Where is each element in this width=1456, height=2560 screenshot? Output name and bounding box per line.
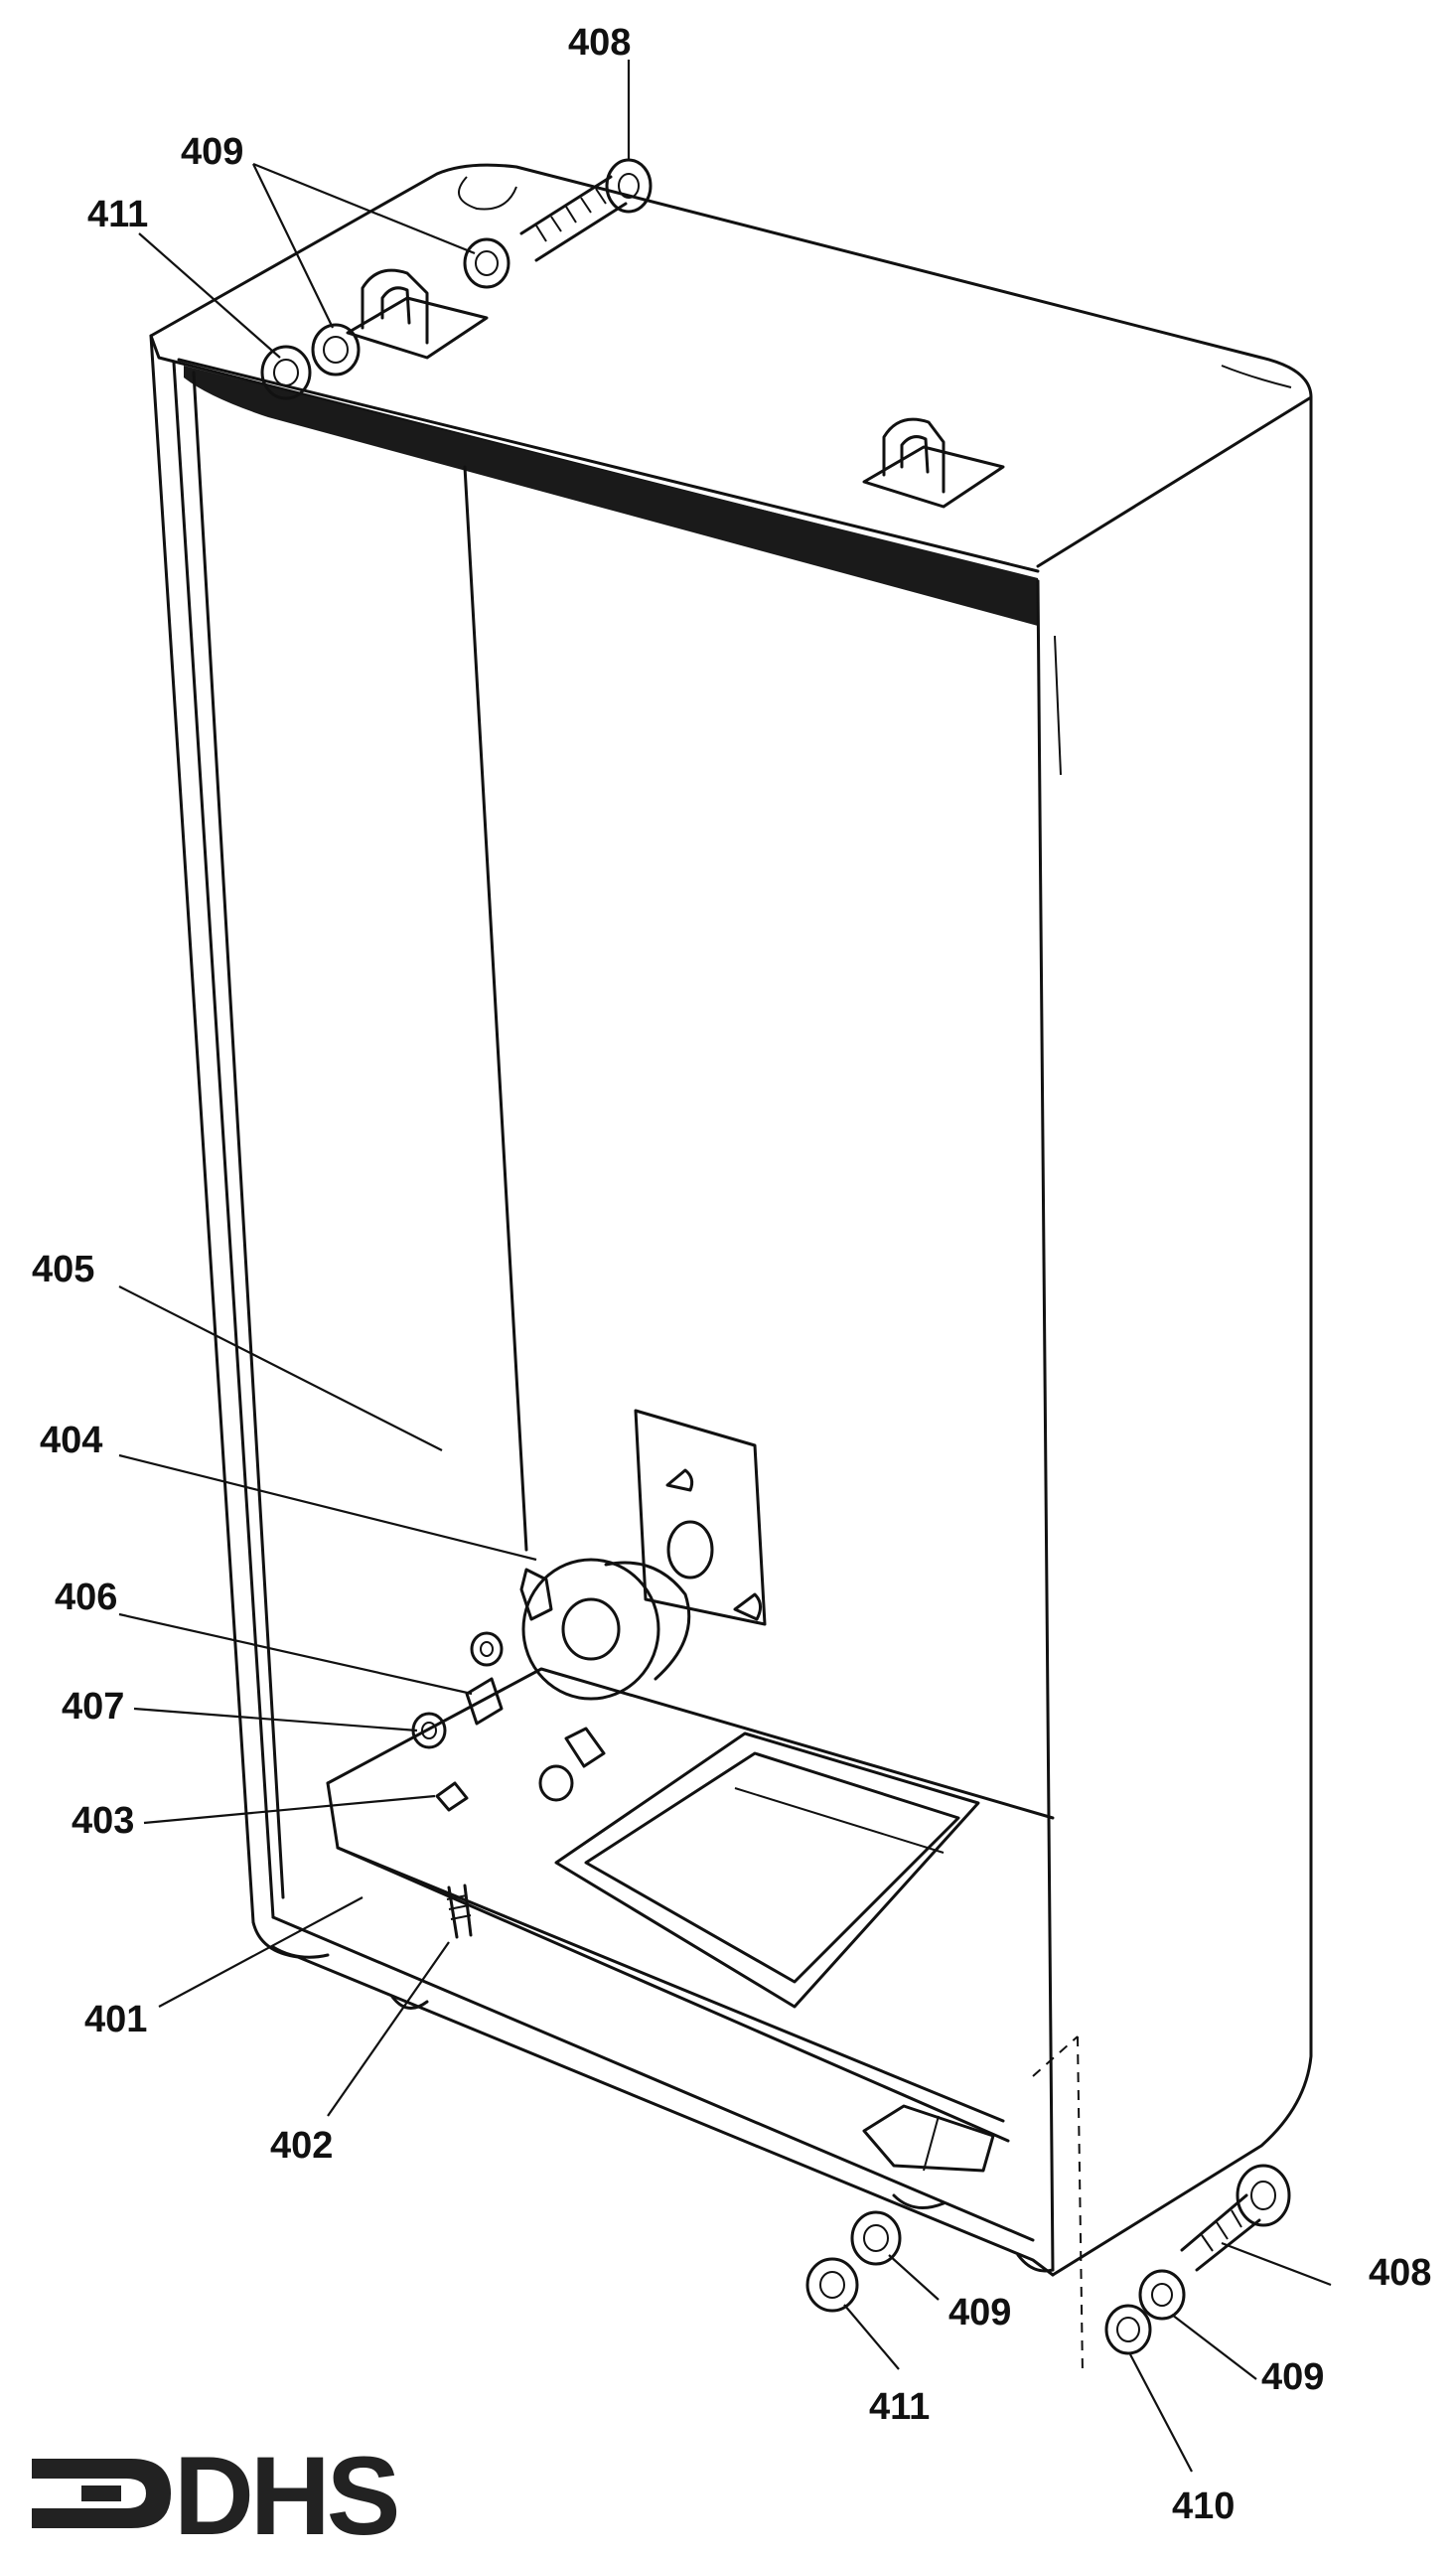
top-bolt-408: [519, 158, 653, 262]
washer-411-bottom: [805, 2257, 859, 2313]
washer-409-bottom-right: [1138, 2269, 1186, 2321]
washer-409-bottom-left: [850, 2210, 902, 2266]
callout-407: 407: [62, 1686, 124, 1728]
bolt-402: [446, 1883, 473, 1939]
callout-408-bottom: 408: [1369, 2252, 1431, 2294]
callout-403: 403: [72, 1800, 134, 1842]
callout-401: 401: [84, 1999, 147, 2040]
callout-406: 406: [55, 1577, 117, 1618]
washer-411-top: [260, 345, 312, 400]
washer-409-top-right: [463, 237, 510, 289]
callout-410: 410: [1172, 2485, 1235, 2527]
mounting-plate: [634, 1409, 767, 1626]
callout-405: 405: [32, 1249, 94, 1290]
washer-409-top-left: [311, 323, 361, 376]
callout-404: 404: [40, 1420, 102, 1461]
callout-409-top: 409: [181, 131, 243, 173]
callout-409-bottom-right: 409: [1261, 2356, 1324, 2398]
nut-403: [435, 1727, 606, 1812]
dhs-logo-arrow-icon: [32, 2459, 171, 2528]
top-hinge-left: [346, 268, 489, 360]
callout-408-top: 408: [568, 22, 631, 64]
brand-logo-text: DHS: [174, 2434, 400, 2558]
callout-402: 402: [270, 2125, 333, 2167]
leader-lines: [118, 60, 1332, 2473]
clip-406: [465, 1677, 504, 1726]
lock-cylinder-404: [519, 1558, 691, 1701]
cabinet-body: [149, 163, 1313, 2277]
bolt-408-bottom: [1180, 2164, 1291, 2272]
top-hinge-right: [862, 417, 1005, 509]
callout-411-bottom: 411: [869, 2386, 930, 2428]
washer-410: [1104, 2304, 1152, 2355]
nut-406: [470, 1631, 504, 1667]
callout-labels: 408 409 411 405 404 406 407 403 401 402 …: [32, 22, 1431, 2527]
callout-409-bottom-left: 409: [948, 2292, 1011, 2334]
callout-411-top: 411: [87, 194, 148, 235]
